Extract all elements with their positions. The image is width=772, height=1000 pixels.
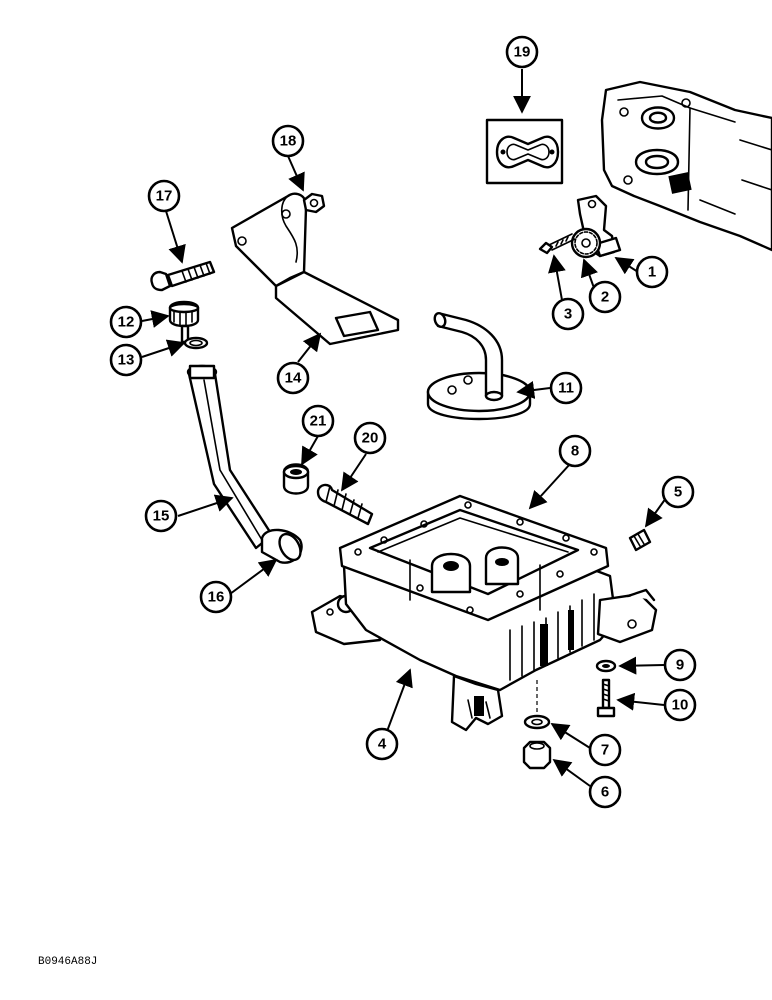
dipstick-cap <box>168 300 200 344</box>
callout-16: 16 <box>199 580 233 614</box>
callout-label: 6 <box>601 784 609 801</box>
drawing-code: B0946A88J <box>38 956 97 968</box>
callout-4: 4 <box>365 727 399 761</box>
callout-label: 4 <box>378 736 387 753</box>
callout-label: 13 <box>118 352 135 369</box>
callout-21: 21 <box>301 404 335 438</box>
oil-pan <box>310 494 658 732</box>
pan-washer <box>523 714 551 730</box>
pump-bolt <box>538 233 576 255</box>
callout-10: 10 <box>663 688 697 722</box>
callout-label: 17 <box>156 188 173 205</box>
callout-label: 18 <box>280 133 297 150</box>
engine-housing <box>600 80 772 252</box>
bracket-nut <box>302 192 326 214</box>
callout-label: 15 <box>153 508 170 525</box>
suction-pipe <box>426 312 532 421</box>
pan-nut <box>522 740 552 770</box>
pan-bolt <box>596 678 616 718</box>
pump-gear <box>570 227 602 259</box>
callout-17: 17 <box>147 179 181 213</box>
callout-7: 7 <box>588 733 622 767</box>
callout-6: 6 <box>588 775 622 809</box>
callout-12: 12 <box>109 305 143 339</box>
pan-bolt-washer <box>595 659 617 673</box>
callout-1: 1 <box>635 255 669 289</box>
union-nut <box>282 463 310 495</box>
callout-label: 14 <box>285 370 302 387</box>
gasket-inset <box>485 118 564 185</box>
callout-5: 5 <box>661 475 695 509</box>
callout-19: 19 <box>505 35 539 69</box>
callout-14: 14 <box>276 361 310 395</box>
dipstick-bracket <box>230 192 400 346</box>
callout-20: 20 <box>353 421 387 455</box>
callout-label: 19 <box>514 44 531 61</box>
dipstick-tube <box>186 364 274 550</box>
callout-label: 9 <box>676 657 684 674</box>
callout-label: 1 <box>648 264 656 281</box>
callout-15: 15 <box>144 499 178 533</box>
callout-11: 11 <box>549 371 583 405</box>
threaded-adapter <box>316 483 374 526</box>
leader-lines <box>141 69 667 787</box>
callout-18: 18 <box>271 124 305 158</box>
callout-label: 10 <box>672 697 689 714</box>
callout-8: 8 <box>558 434 592 468</box>
callout-2: 2 <box>588 280 622 314</box>
tube-grommet <box>260 528 303 564</box>
callout-label: 20 <box>362 430 379 447</box>
callout-label: 21 <box>310 413 327 430</box>
drain-plug <box>628 528 652 552</box>
callout-label: 11 <box>558 380 574 397</box>
callout-3: 3 <box>551 297 585 331</box>
callout-label: 8 <box>571 443 579 460</box>
callout-label: 12 <box>118 314 135 331</box>
callout-label: 3 <box>564 306 572 323</box>
callout-label: 5 <box>674 484 682 501</box>
callout-9: 9 <box>663 648 697 682</box>
bracket-bolt <box>150 260 216 292</box>
callout-label: 16 <box>208 589 225 606</box>
callout-label: 2 <box>601 289 609 306</box>
callout-label: 7 <box>601 742 609 759</box>
callout-13: 13 <box>109 343 143 377</box>
dipstick-o-ring <box>183 336 209 350</box>
